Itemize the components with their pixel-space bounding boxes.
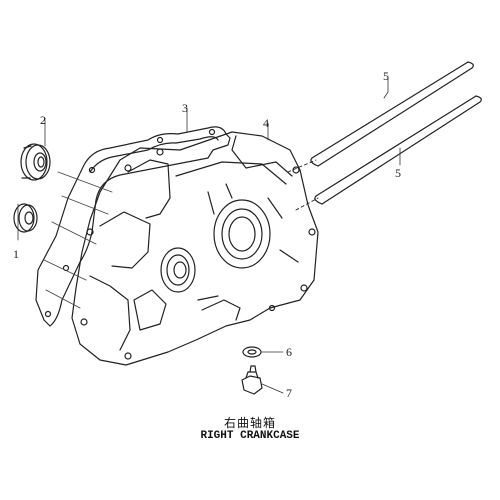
callout-5a: 5 — [383, 69, 389, 83]
callout-7: 7 — [286, 386, 292, 400]
gasket-icon — [35, 126, 231, 327]
ball-bearing-icon — [20, 143, 51, 181]
leader-lines — [17, 77, 401, 394]
crankcase-icon — [43, 131, 319, 366]
caption-chinese: 右曲轴箱 — [223, 416, 276, 430]
callout-6: 6 — [286, 345, 292, 359]
callout-2: 2 — [40, 113, 46, 127]
callout-1: 1 — [13, 247, 19, 261]
callout-3: 3 — [182, 101, 188, 115]
caption-english: RIGHT CRANKCASE — [200, 430, 300, 442]
drain-bolt-icon — [241, 365, 263, 395]
callout-4: 4 — [263, 116, 269, 130]
stud-bolt-icon — [287, 61, 482, 211]
callout-5b: 5 — [395, 166, 401, 180]
washer-icon — [242, 346, 262, 358]
small-bearing-icon — [13, 203, 38, 233]
